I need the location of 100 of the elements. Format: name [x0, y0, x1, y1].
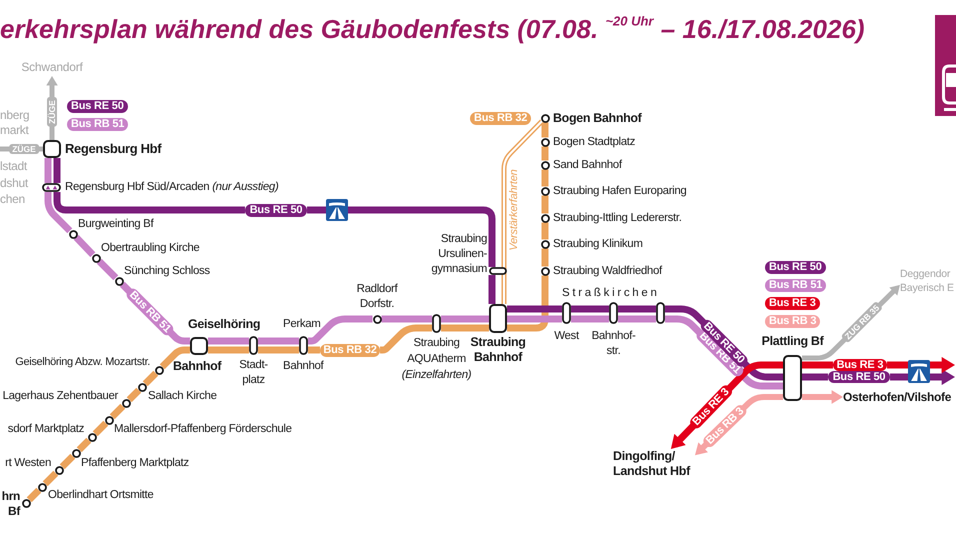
route-line — [507, 276, 548, 332]
stop-circle — [22, 498, 30, 508]
route-line — [54, 158, 60, 183]
route-line — [507, 306, 562, 312]
station-name: Oberlindhart Ortsmitte — [48, 488, 154, 502]
station-name: rt Westen — [5, 456, 51, 470]
destination-name: Schwandorf — [18, 60, 86, 76]
route-line — [96, 258, 118, 280]
route-line — [542, 146, 548, 160]
destination-name: lstadt dshut chen — [0, 158, 30, 208]
stop-circle — [88, 432, 96, 442]
station-box — [190, 337, 208, 355]
route-line — [92, 420, 108, 436]
station-name: Radldorf Dorfstr. — [356, 282, 399, 312]
stop-marker — [489, 267, 507, 275]
station-name: Sallach Kirche — [148, 389, 217, 403]
stop-marker — [249, 336, 258, 355]
station-name: Straubing Ursulinen- gymnasium — [430, 232, 487, 277]
station-name: Straubing Bahnhof — [469, 335, 527, 365]
route-line — [542, 248, 548, 266]
route-line — [382, 316, 432, 322]
destination-name: nberg markt — [0, 108, 30, 138]
station-name: Straubing Hafen Europaring — [553, 184, 686, 198]
station-name: Mallersdorf-Pfaffenberg Förderschule — [114, 422, 292, 436]
route-line — [60, 454, 76, 470]
stop-marker — [42, 183, 61, 192]
route-line — [802, 362, 833, 368]
stop-circle — [540, 160, 550, 170]
station-name: West — [553, 329, 580, 343]
route-label: ZÜGE — [9, 144, 39, 154]
station-name: Straubing-Ittling Ledererstr. — [553, 211, 682, 225]
route-line — [258, 346, 299, 354]
route-badge: Bus RB 32 — [470, 112, 532, 125]
route-line — [258, 338, 299, 344]
route-line — [26, 488, 42, 502]
route-line — [308, 346, 320, 354]
route-line — [802, 374, 828, 380]
route-line — [42, 470, 58, 486]
stop-marker — [562, 302, 571, 324]
station-box — [783, 355, 802, 401]
route-line — [542, 122, 548, 138]
stop-circle — [38, 482, 46, 492]
station-name: Bogen Bahnhof — [553, 110, 642, 126]
route-line — [76, 438, 92, 452]
stop-circle — [540, 214, 550, 222]
place-name: Straßkirchen — [562, 286, 660, 300]
station-name: Straubing Klinikum — [553, 237, 643, 251]
arrow — [802, 390, 843, 404]
stop-circle — [72, 448, 80, 458]
station-name: hrn Bf — [0, 489, 20, 519]
route-line — [126, 388, 142, 402]
stop-circle — [540, 186, 550, 196]
route-line — [618, 316, 656, 322]
route-line — [44, 192, 72, 234]
stop-circle — [372, 314, 382, 324]
route-line — [507, 316, 562, 322]
route-line — [488, 275, 496, 304]
route-line — [74, 234, 96, 258]
stop-circle — [154, 366, 164, 374]
route-badge: Bus RB 32 — [320, 344, 380, 356]
route-label: Bus RB 51 — [124, 286, 176, 338]
station-box — [43, 140, 61, 158]
station-name: Lagerhaus Zehentbauer — [2, 389, 118, 403]
route-line — [542, 196, 548, 214]
destination-name: Dingolfing/ Landshut Hbf — [613, 449, 695, 479]
station-name: Obertraubling Kirche — [101, 241, 200, 255]
route-line — [441, 324, 489, 332]
stop-circle — [540, 114, 550, 122]
stop-circle — [92, 254, 100, 262]
stop-circle — [540, 138, 550, 146]
route-badge: Bus RE 50 — [765, 261, 826, 274]
stop-circle — [540, 240, 550, 248]
station-name: Sünching Schloss — [124, 264, 210, 278]
route-line — [502, 119, 544, 304]
station-name: Regensburg Hbf — [65, 141, 162, 157]
edge-label: Verstärkerfahrten — [508, 169, 520, 251]
stop-marker — [432, 314, 441, 333]
route-line — [307, 206, 496, 267]
route-line — [54, 192, 245, 214]
route-line — [571, 316, 609, 322]
route-line — [208, 338, 249, 344]
station-name: Geiselhöring — [188, 316, 260, 332]
station-name: Plattling Bf — [760, 333, 825, 349]
route-badge: Bus RE 3 — [833, 359, 887, 371]
station-name: Geiselhöring Abzw. Mozartstr. — [15, 355, 150, 369]
stop-circle — [104, 416, 114, 424]
route-line — [542, 170, 548, 186]
route-line — [571, 306, 609, 312]
route-label: ZÜGE — [47, 97, 57, 127]
stop-marker — [609, 302, 618, 324]
station-name: Regensburg Hbf Süd/Arcaden (nur Ausstieg) — [65, 180, 278, 194]
arrow — [890, 368, 955, 386]
route-badge: Bus RB 3 — [765, 315, 820, 328]
stop-circle — [68, 230, 78, 238]
station-name: Bahnhof- str. — [590, 329, 636, 359]
route-line — [542, 222, 548, 240]
destination-name: Osterhofen/Vilshofe — [843, 390, 956, 404]
stop-marker — [299, 336, 308, 355]
title: erkehrsplan während des Gäubodenfests (07.08. $^{~20 Uhr}$ – 16./17.08.2026) — [0, 13, 865, 45]
route-badge: Bus RE 50 — [828, 371, 890, 383]
